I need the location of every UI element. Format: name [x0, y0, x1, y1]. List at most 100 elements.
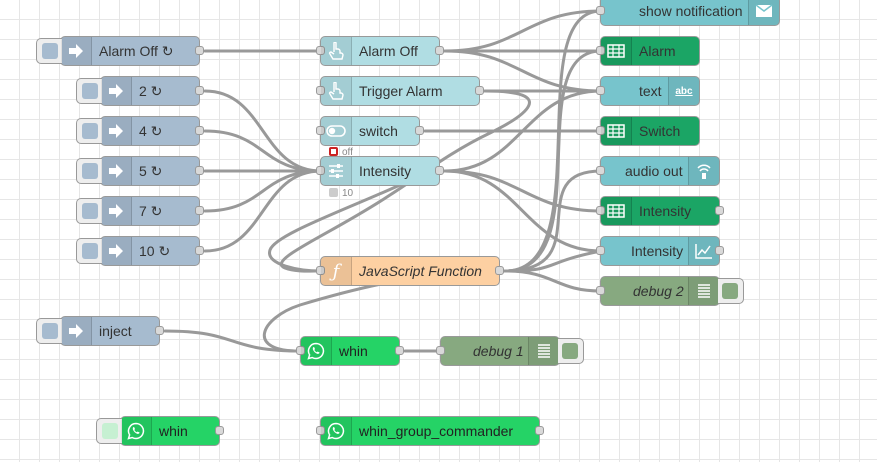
node-label: text: [639, 83, 662, 99]
abc-icon: abc: [668, 77, 699, 105]
table-icon: [601, 37, 632, 65]
node-label: Alarm Off ↻: [99, 43, 174, 59]
function-node-javascript[interactable]: ƒ JavaScript Function: [316, 256, 504, 286]
output-port[interactable]: [195, 246, 204, 255]
list-icon: [688, 277, 719, 305]
output-port[interactable]: [495, 266, 504, 275]
whatsapp-icon: [321, 417, 352, 445]
inject-trigger-button[interactable]: [36, 38, 62, 64]
inject-node-inject[interactable]: inject: [36, 316, 164, 346]
input-port[interactable]: [596, 86, 605, 95]
wire: [503, 269, 603, 293]
input-port[interactable]: [596, 46, 605, 55]
output-port[interactable]: [195, 46, 204, 55]
line-chart-icon: [688, 237, 719, 265]
status-text: off: [342, 147, 353, 158]
debug-toggle-button[interactable]: [718, 278, 744, 304]
output-port[interactable]: [195, 126, 204, 135]
input-port[interactable]: [596, 246, 605, 255]
output-port[interactable]: [415, 126, 424, 135]
switch-node[interactable]: switch: [316, 116, 424, 146]
debug-toggle-button[interactable]: [558, 338, 584, 364]
input-port[interactable]: [596, 126, 605, 135]
inject-trigger-button[interactable]: [76, 238, 102, 264]
sliders-icon: [321, 157, 352, 185]
hand-pointer-icon: [321, 37, 352, 65]
wire: [203, 169, 323, 213]
input-port[interactable]: [316, 166, 325, 175]
input-port[interactable]: [596, 6, 605, 15]
output-port[interactable]: [475, 86, 484, 95]
inject-trigger-button[interactable]: [76, 118, 102, 144]
node-label: Intensity: [359, 163, 412, 179]
node-label: Intensity: [639, 203, 692, 219]
debug-node-1[interactable]: debug 1: [436, 336, 584, 366]
whatsapp-node-whin[interactable]: whin: [296, 336, 404, 366]
output-port[interactable]: [395, 346, 404, 355]
function-icon: ƒ: [321, 257, 352, 285]
inject-node-2[interactable]: 2 ↻: [76, 76, 204, 106]
output-port[interactable]: [715, 246, 724, 255]
inject-trigger-button[interactable]: [36, 318, 62, 344]
output-port[interactable]: [195, 166, 204, 175]
table-icon: [601, 117, 632, 145]
node-label: 10 ↻: [139, 243, 171, 259]
notification-node[interactable]: show notification: [596, 0, 780, 26]
inject-node-alarm-off[interactable]: Alarm Off ↻: [36, 36, 204, 66]
text-node[interactable]: text abc: [596, 76, 700, 106]
inject-trigger-button[interactable]: [76, 78, 102, 104]
status-ring-icon: [329, 147, 338, 156]
switch-status: off: [329, 147, 353, 158]
output-port[interactable]: [155, 326, 164, 335]
output-port[interactable]: [435, 166, 444, 175]
output-port[interactable]: [715, 206, 724, 215]
inject-node-4[interactable]: 4 ↻: [76, 116, 204, 146]
node-label: whin: [159, 423, 188, 439]
chart-node-intensity[interactable]: Intensity: [596, 236, 724, 266]
node-label: inject: [99, 323, 132, 339]
output-port[interactable]: [195, 86, 204, 95]
node-label: show notification: [639, 3, 743, 19]
inject-node-7[interactable]: 7 ↻: [76, 196, 204, 226]
input-port[interactable]: [596, 286, 605, 295]
input-port[interactable]: [316, 126, 325, 135]
table-node-intensity[interactable]: Intensity: [596, 196, 724, 226]
wire: [203, 169, 323, 253]
table-node-alarm[interactable]: Alarm: [596, 36, 700, 66]
input-port[interactable]: [436, 346, 445, 355]
node-label: 4 ↻: [139, 123, 163, 139]
whatsapp-node-group-commander[interactable]: whin_group_commander: [316, 416, 544, 446]
toggle-icon: [321, 117, 352, 145]
output-port[interactable]: [535, 426, 544, 435]
table-node-switch[interactable]: Switch: [596, 116, 700, 146]
node-label: 7 ↻: [139, 203, 163, 219]
input-port[interactable]: [296, 346, 305, 355]
slider-node-intensity[interactable]: Intensity: [316, 156, 444, 186]
output-port[interactable]: [195, 206, 204, 215]
output-port[interactable]: [435, 46, 444, 55]
input-port[interactable]: [316, 426, 325, 435]
whatsapp-node-whin-small[interactable]: whin: [96, 416, 224, 446]
whatsapp-icon: [301, 337, 332, 365]
node-label: whin_group_commander: [359, 423, 514, 439]
audio-out-node[interactable]: audio out: [596, 156, 720, 186]
input-port[interactable]: [596, 166, 605, 175]
inject-node-10[interactable]: 10 ↻: [76, 236, 204, 266]
envelope-icon: [748, 0, 779, 25]
input-port[interactable]: [596, 206, 605, 215]
input-port[interactable]: [316, 46, 325, 55]
table-icon: [601, 197, 632, 225]
input-port[interactable]: [316, 86, 325, 95]
inject-node-5[interactable]: 5 ↻: [76, 156, 204, 186]
wire: [443, 169, 603, 253]
output-port[interactable]: [215, 426, 224, 435]
inject-trigger-button[interactable]: [76, 158, 102, 184]
wire: [443, 49, 603, 93]
node-label: Alarm Off: [359, 43, 418, 59]
inject-trigger-button[interactable]: [76, 198, 102, 224]
button-node-trigger-alarm[interactable]: Trigger Alarm: [316, 76, 484, 106]
button-node-alarm-off[interactable]: Alarm Off: [316, 36, 444, 66]
whatsapp-trigger-button[interactable]: [96, 418, 122, 444]
debug-node-2[interactable]: debug 2: [596, 276, 744, 306]
input-port[interactable]: [316, 266, 325, 275]
